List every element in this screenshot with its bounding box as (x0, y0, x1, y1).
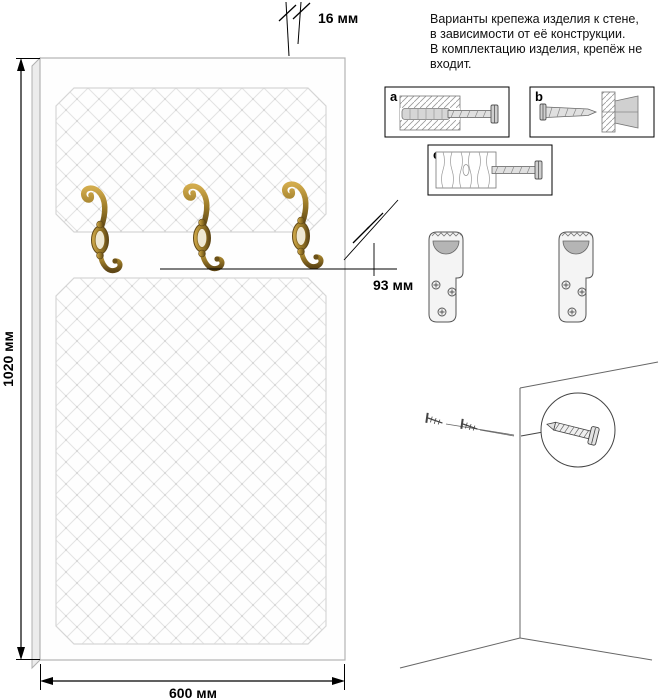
dimension-thickness: 16 мм (278, 1, 358, 57)
quilt-panel-upper (55, 87, 327, 233)
flying-screw-icon-2 (460, 417, 480, 433)
variant-box-b: b (529, 86, 655, 138)
variant-box-a: a (384, 86, 510, 138)
thickness-label: 16 мм (318, 10, 358, 26)
coat-panel-drawing (31, 56, 346, 670)
mounting-note-line-4: входит. (430, 57, 472, 71)
wood-screw-icon (435, 151, 543, 189)
dimension-width: 600 мм (40, 664, 345, 700)
variant-box-c: c (427, 144, 553, 196)
dimension-height: 1020 мм (0, 58, 40, 660)
flying-screw-icon-1 (425, 411, 445, 427)
hook-offset-label: 93 мм (373, 277, 413, 293)
mounting-bracket-icon-1 (428, 231, 464, 323)
panel-side-edge (31, 56, 41, 670)
quilt-panel-lower (55, 277, 327, 645)
concrete-anchor-icon (399, 95, 499, 131)
variant-a-label: a (390, 89, 398, 104)
variant-b-label: b (535, 89, 543, 104)
dimension-hook-offset: 93 мм (160, 199, 413, 293)
magnified-screw-icon (546, 421, 600, 446)
mounting-note-line-1: Варианты крепежа изделия к стене, (430, 12, 639, 26)
mounting-note-line-2: в зависимости от её конструкции. (430, 27, 626, 41)
mounting-bracket-icon-2 (558, 231, 594, 323)
mounting-note: Варианты крепежа изделия к стене, в зави… (430, 12, 658, 72)
wall-corner-illustration (399, 361, 659, 669)
drywall-anchor-icon (539, 91, 639, 133)
mounting-note-line-3: В комплектацию изделия, крепёж не (430, 42, 643, 56)
height-label: 1020 мм (0, 331, 16, 387)
width-label: 600 мм (169, 685, 217, 700)
